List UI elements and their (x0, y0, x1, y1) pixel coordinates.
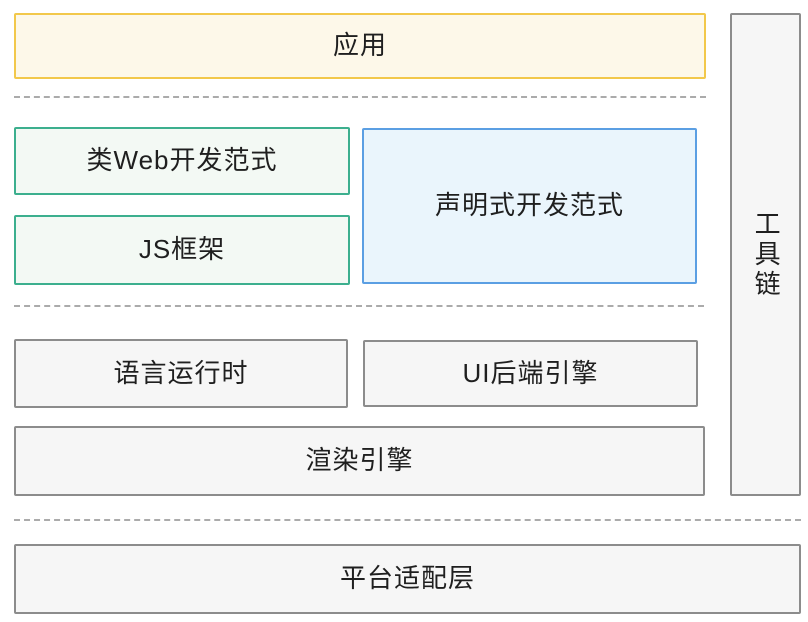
ui-backend-engine-label: UI后端引擎 (462, 357, 599, 388)
toolchain-label: 工具链 (751, 209, 782, 300)
declarative-paradigm-label: 声明式开发范式 (434, 190, 624, 221)
web-paradigm-box: 类Web开发范式 (14, 127, 350, 195)
app-layer-box: 应用 (14, 13, 706, 79)
declarative-paradigm-box: 声明式开发范式 (362, 128, 697, 284)
dashed-divider-bottom (14, 519, 801, 521)
render-engine-label: 渲染引擎 (305, 445, 414, 476)
js-framework-label: JS框架 (138, 234, 226, 265)
js-framework-box: JS框架 (14, 215, 350, 285)
toolchain-box: 工具链 (730, 13, 801, 496)
language-runtime-box: 语言运行时 (14, 339, 348, 408)
render-engine-box: 渲染引擎 (14, 426, 705, 496)
platform-adapter-box: 平台适配层 (14, 544, 801, 614)
app-layer-label: 应用 (332, 30, 387, 61)
dashed-divider-middle (14, 305, 704, 307)
platform-adapter-label: 平台适配层 (339, 563, 475, 594)
language-runtime-label: 语言运行时 (113, 357, 249, 388)
dashed-divider-top (14, 96, 706, 98)
ui-backend-engine-box: UI后端引擎 (363, 340, 698, 407)
web-paradigm-label: 类Web开发范式 (86, 145, 278, 176)
